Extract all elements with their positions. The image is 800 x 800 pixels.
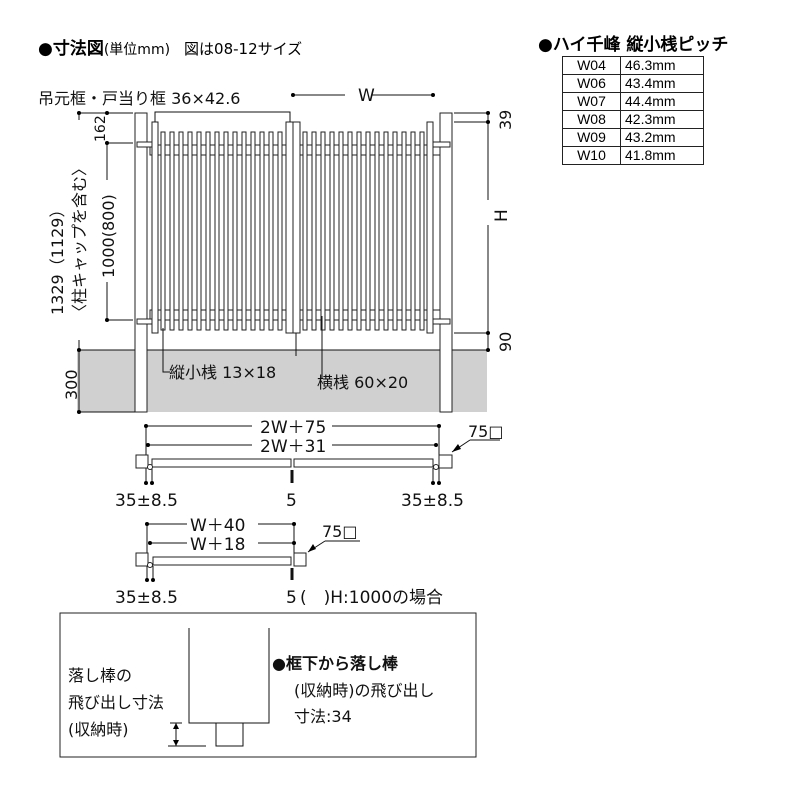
picket	[232, 131, 238, 331]
diagram-title: ●寸法図(単位mm) 図は08-12サイズ	[38, 34, 302, 59]
rail-label: 横桟 60×20	[317, 373, 408, 392]
picket	[268, 131, 274, 331]
picket-label: 縦小桟 13×18	[169, 363, 276, 382]
h-label: H	[492, 209, 512, 222]
plan-single-side-left: 35±8.5	[115, 588, 178, 608]
w-label: W	[358, 86, 375, 106]
pickets	[160, 131, 425, 331]
drop-rod-left-line-1: 落し棒の	[68, 666, 132, 685]
plan-double-side-left: 35±8.5	[115, 491, 178, 511]
picket	[277, 131, 283, 331]
picket	[365, 131, 371, 331]
pitch-code: W04	[562, 56, 621, 75]
pitch-value: 41.8mm	[620, 146, 704, 165]
picket	[169, 131, 175, 331]
right-stile	[426, 121, 434, 334]
picket-leader	[162, 328, 170, 373]
plan-single-inner: W＋18	[190, 535, 245, 555]
title-note: 図は08-12サイズ	[184, 40, 303, 58]
picket	[205, 131, 211, 331]
frame-label: 吊元框・戸当り框 36×42.6	[38, 89, 240, 108]
left-stile	[151, 121, 159, 334]
w-dimension	[291, 93, 435, 97]
picket	[311, 131, 317, 331]
picket	[383, 131, 389, 331]
plan-double-side-right: 35±8.5	[401, 491, 464, 511]
picket	[259, 131, 265, 331]
pitch-table-title: ●ハイ千峰 縦小桟ピッチ	[538, 35, 729, 55]
drop-rod-right-line-1: ●框下から落し棒	[272, 654, 399, 673]
right-post	[439, 112, 453, 413]
picket	[320, 131, 326, 331]
plan-single-post: 75□	[322, 522, 357, 541]
plan-single-note: ( )H:1000の場合	[300, 588, 443, 608]
left-post	[134, 112, 148, 413]
dim-90: 90	[496, 332, 515, 352]
plan-double-center: 5	[286, 491, 297, 511]
picket	[410, 131, 416, 331]
cap-note: 〈柱キャップを含む〉	[70, 160, 89, 320]
drop-rod-drawing	[168, 628, 270, 747]
picket	[302, 131, 308, 331]
drop-rod-left-line-2: 飛び出し寸法	[68, 693, 164, 712]
dim-162: 162	[93, 115, 109, 142]
picket	[392, 131, 398, 331]
picket	[374, 131, 380, 331]
center-stile-left	[285, 121, 294, 334]
inner-height-label: 1000(800)	[99, 194, 118, 278]
frame-leader	[154, 111, 291, 122]
pitch-value: 42.3mm	[620, 110, 704, 129]
picket	[178, 131, 184, 331]
picket	[223, 131, 229, 331]
picket	[241, 131, 247, 331]
pitch-code: W08	[562, 110, 621, 129]
dim-300: 300	[62, 369, 81, 400]
center-stile-right	[292, 121, 301, 334]
right-dimensions	[454, 111, 490, 352]
picket	[419, 131, 425, 331]
picket	[250, 131, 256, 331]
picket	[187, 131, 193, 331]
plan-single-outer: W＋40	[190, 516, 245, 536]
drop-rod-right-line-3: 寸法:34	[294, 707, 352, 726]
picket	[214, 131, 220, 331]
dim-39: 39	[496, 110, 515, 130]
pitch-code: W10	[562, 146, 621, 165]
picket	[196, 131, 202, 331]
total-height-label: 1329（1129）	[48, 202, 67, 315]
drop-rod-box	[59, 612, 477, 758]
title-unit: (単位mm)	[103, 42, 171, 58]
pitch-value: 44.4mm	[620, 92, 704, 111]
picket	[160, 131, 166, 331]
drop-rod-left-line-3: (収納時)	[68, 720, 129, 739]
picket	[356, 131, 362, 331]
title-main: ●寸法図	[38, 39, 104, 59]
plan-double-post: 75□	[468, 422, 503, 441]
picket	[401, 131, 407, 331]
pitch-value: 46.3mm	[620, 56, 704, 75]
picket	[338, 131, 344, 331]
plan-double-inner: 2W＋31	[260, 437, 326, 457]
drop-rod-right-line-2: (収納時)の飛び出し	[294, 681, 435, 700]
plan-single-dimensions	[135, 522, 360, 582]
plan-single-center: 5	[286, 588, 297, 608]
plan-double-dimensions	[135, 424, 500, 485]
picket	[329, 131, 335, 331]
plan-double-outer: 2W＋75	[260, 418, 326, 438]
picket	[347, 131, 353, 331]
left-dimensions	[77, 111, 135, 414]
